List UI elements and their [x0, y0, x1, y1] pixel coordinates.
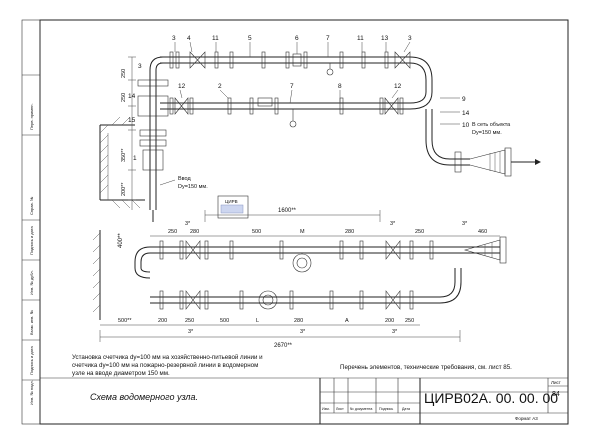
title-row-header: № документа: [350, 407, 372, 411]
callout: 14: [462, 110, 470, 117]
dim-label: 500: [220, 318, 229, 324]
callout: 7: [326, 35, 330, 42]
sheet-label: Лист: [551, 380, 561, 385]
dim-label: 460: [478, 229, 487, 235]
dim-label: 280: [345, 229, 354, 235]
margin-label: Инв. № дубл.: [29, 270, 34, 295]
dim-label: 200**: [121, 182, 127, 196]
drawing-title: Схема водомерного узла.: [90, 392, 198, 402]
title-row-header: Изм.: [322, 407, 330, 411]
angle-label: 3*: [390, 221, 396, 227]
callout: 13: [381, 35, 389, 42]
dim-label: 250: [121, 93, 127, 102]
margin-strip: [21, 19, 41, 425]
margin-label: Подпись и дата: [29, 345, 34, 375]
callout: 7: [290, 83, 294, 90]
stamp-text: ЦИРВ: [225, 199, 238, 204]
margin-label: Инв. № подл.: [29, 380, 34, 405]
callout: 11: [212, 35, 219, 42]
angle-label: 3*: [300, 329, 306, 335]
stamp-icon: [217, 195, 249, 219]
inlet-diameter: Dy=150 мм.: [178, 184, 208, 190]
dim-label: 200: [385, 318, 394, 324]
plan-view: [92, 195, 507, 342]
callout: 2: [218, 83, 222, 90]
margin-label: Подпись и дата: [29, 225, 34, 255]
dim-label: 200: [158, 318, 167, 324]
callout: 12: [178, 83, 186, 90]
dim-label: M: [300, 229, 305, 235]
callout: 10: [462, 122, 470, 129]
drawing-code: ЦИРВ02А. 00. 00. 00: [424, 390, 558, 406]
dim-label: 250: [405, 318, 414, 324]
callout: 9: [462, 96, 466, 103]
dim-label: 250: [415, 229, 424, 235]
dim-label: 250: [185, 318, 194, 324]
sheet-number: 84: [552, 391, 560, 398]
margin-label: Взам. инв. №: [29, 310, 34, 335]
title-block: [40, 377, 568, 424]
angle-label: 3*: [185, 221, 191, 227]
format-label: Формат А3: [515, 416, 538, 421]
margin-label: Справ. №: [29, 197, 34, 215]
callout: 1: [133, 155, 137, 162]
callout: 15: [128, 117, 136, 124]
angle-label: 3*: [462, 221, 468, 227]
dim-label: L: [256, 318, 259, 324]
dim-overall-lower: 2670**: [274, 343, 293, 349]
dim-label: 250: [168, 229, 177, 235]
top-elevation-view: [99, 41, 541, 222]
callout: 5: [248, 35, 252, 42]
elements-note: Перечень элементов, технические требован…: [340, 364, 512, 371]
dim-overall-upper: 1600**: [278, 208, 297, 214]
callout: 11: [357, 35, 364, 42]
title-row-header: Подпись: [379, 407, 393, 411]
title-row-header: Дата: [402, 407, 410, 411]
install-note: Установка счетчика dy=100 мм на хозяйств…: [72, 354, 263, 377]
margin-label-cells: [22, 74, 40, 381]
angle-label: 3*: [188, 329, 194, 335]
title-row-header: Лист: [336, 407, 344, 411]
dim-label: 280: [294, 318, 303, 324]
inlet-label: Ввод: [178, 176, 191, 182]
callout: 3: [172, 35, 176, 42]
callout: 8: [338, 83, 342, 90]
callout: 4: [187, 35, 191, 42]
dim-label: 280: [190, 229, 199, 235]
callout: 3: [408, 35, 412, 42]
outlet-label: В сеть объекта: [472, 122, 511, 128]
callout: 3: [138, 63, 142, 70]
dim-label: 500**: [118, 318, 132, 324]
dim-label: 250: [121, 69, 127, 78]
margin-label: Перв. примен.: [29, 103, 34, 130]
dim-label: 500: [252, 229, 261, 235]
callout: 14: [128, 93, 136, 100]
callout: 12: [394, 83, 402, 90]
outlet-diameter: Dy=150 мм.: [472, 130, 502, 136]
dim-label: A: [345, 318, 349, 324]
dim-label: 350**: [121, 148, 127, 162]
dim-left: 400**: [118, 233, 124, 248]
angle-label: 3*: [392, 329, 398, 335]
callout: 6: [295, 35, 299, 42]
